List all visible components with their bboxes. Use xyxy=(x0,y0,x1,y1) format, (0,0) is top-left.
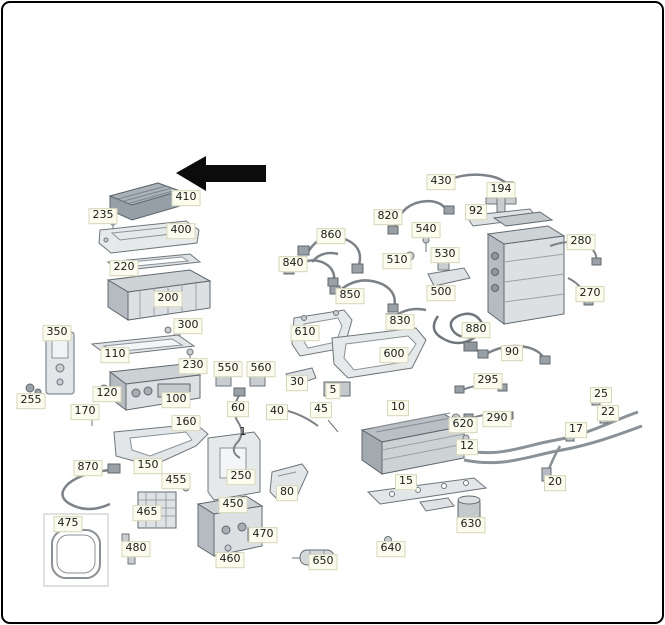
hv-unit-drawing xyxy=(486,211,566,325)
part-label-600[interactable]: 600 xyxy=(379,347,409,363)
part-label-270[interactable]: 270 xyxy=(575,286,605,302)
part-label-25[interactable]: 25 xyxy=(590,387,612,403)
part-label-860[interactable]: 860 xyxy=(316,228,346,244)
part-label-194[interactable]: 194 xyxy=(486,182,516,198)
part-label-170[interactable]: 170 xyxy=(70,404,100,420)
part-label-610[interactable]: 610 xyxy=(290,325,320,341)
part-label-22[interactable]: 22 xyxy=(597,405,619,421)
part-label-830[interactable]: 830 xyxy=(385,314,415,330)
part-350-drawing xyxy=(45,331,75,395)
part-label-80[interactable]: 80 xyxy=(276,485,298,501)
part-label-290[interactable]: 290 xyxy=(482,411,512,427)
part-label-480[interactable]: 480 xyxy=(121,541,151,557)
part-label-475[interactable]: 475 xyxy=(53,516,83,532)
part-label-650[interactable]: 650 xyxy=(308,554,338,570)
part-label-110[interactable]: 110 xyxy=(100,347,130,363)
part-500-drawing xyxy=(427,267,471,287)
part-label-840[interactable]: 840 xyxy=(278,256,308,272)
part-label-540[interactable]: 540 xyxy=(411,222,441,238)
part-label-92[interactable]: 92 xyxy=(465,204,487,220)
part-label-870[interactable]: 870 xyxy=(73,460,103,476)
part-label-470[interactable]: 470 xyxy=(248,527,278,543)
part-label-200[interactable]: 200 xyxy=(153,291,183,307)
part-label-255[interactable]: 255 xyxy=(16,393,46,409)
part-label-350[interactable]: 350 xyxy=(42,325,72,341)
part-label-60[interactable]: 60 xyxy=(227,401,249,417)
part-label-250[interactable]: 250 xyxy=(226,469,256,485)
part-label-450[interactable]: 450 xyxy=(218,497,248,513)
part-label-150[interactable]: 150 xyxy=(133,458,163,474)
part-label-460[interactable]: 460 xyxy=(215,552,245,568)
part-label-880[interactable]: 880 xyxy=(461,322,491,338)
part-label-230[interactable]: 230 xyxy=(178,358,208,374)
part-label-160[interactable]: 160 xyxy=(171,415,201,431)
part-label-1[interactable]: 1 xyxy=(239,425,247,439)
part-15-drawing xyxy=(366,477,488,512)
part-label-850[interactable]: 850 xyxy=(335,288,365,304)
part-10-drawing xyxy=(360,412,466,475)
part-label-410[interactable]: 410 xyxy=(171,190,201,206)
part-label-500[interactable]: 500 xyxy=(426,285,456,301)
part-label-90[interactable]: 90 xyxy=(501,345,523,361)
part-label-100[interactable]: 100 xyxy=(161,392,191,408)
part-label-620[interactable]: 620 xyxy=(448,417,478,433)
part-label-30[interactable]: 30 xyxy=(286,375,308,391)
part-label-120[interactable]: 120 xyxy=(92,386,122,402)
part-label-560[interactable]: 560 xyxy=(246,361,276,377)
part-label-45[interactable]: 45 xyxy=(310,402,332,418)
part-label-295[interactable]: 295 xyxy=(473,373,503,389)
part-label-10[interactable]: 10 xyxy=(387,400,409,416)
part-90-drawing xyxy=(477,344,551,365)
part-label-280[interactable]: 280 xyxy=(566,234,596,250)
pointer-arrow xyxy=(176,156,266,191)
part-label-530[interactable]: 530 xyxy=(430,247,460,263)
part-label-430[interactable]: 430 xyxy=(426,174,456,190)
part-label-235[interactable]: 235 xyxy=(88,208,118,224)
part-label-220[interactable]: 220 xyxy=(109,260,139,276)
part-label-510[interactable]: 510 xyxy=(382,253,412,269)
part-label-17[interactable]: 17 xyxy=(565,422,587,438)
part-label-300[interactable]: 300 xyxy=(173,318,203,334)
part-label-20[interactable]: 20 xyxy=(544,475,566,491)
part-label-820[interactable]: 820 xyxy=(373,209,403,225)
part-label-15[interactable]: 15 xyxy=(395,474,417,490)
part-label-465[interactable]: 465 xyxy=(132,505,162,521)
part-label-455[interactable]: 455 xyxy=(161,473,191,489)
part-label-550[interactable]: 550 xyxy=(213,361,243,377)
part-label-40[interactable]: 40 xyxy=(266,404,288,420)
part-label-5[interactable]: 5 xyxy=(325,383,341,399)
part-label-12[interactable]: 12 xyxy=(456,439,478,455)
part-label-630[interactable]: 630 xyxy=(456,517,486,533)
part-label-400[interactable]: 400 xyxy=(166,223,196,239)
part-880-drawing xyxy=(432,312,485,352)
part-label-640[interactable]: 640 xyxy=(376,541,406,557)
part-150-drawing xyxy=(113,423,209,467)
